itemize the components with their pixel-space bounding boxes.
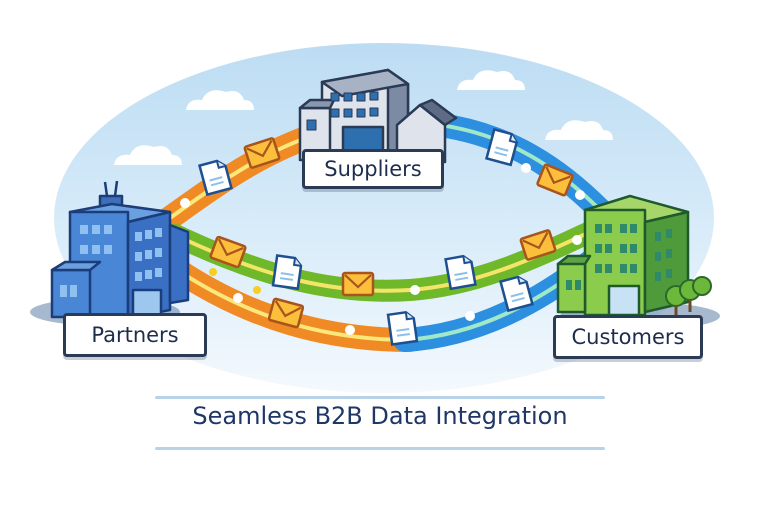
data-stream-suppliers-customers [428,113,612,222]
document-icon [271,254,304,290]
office-building-icon [556,194,690,317]
node-label-suppliers: Suppliers [302,149,444,189]
document-icon [386,310,419,346]
title-rule-bottom [155,447,605,450]
document-icon [444,253,477,291]
office-building-icon [50,180,190,320]
node-label-customers: Customers [553,315,703,359]
node-label-partners: Partners [63,313,207,357]
title-rule-top [155,396,605,399]
envelope-icon [341,271,375,297]
diagram-title: Seamless B2B Data Integration [192,402,568,430]
tree-icon [665,276,712,315]
